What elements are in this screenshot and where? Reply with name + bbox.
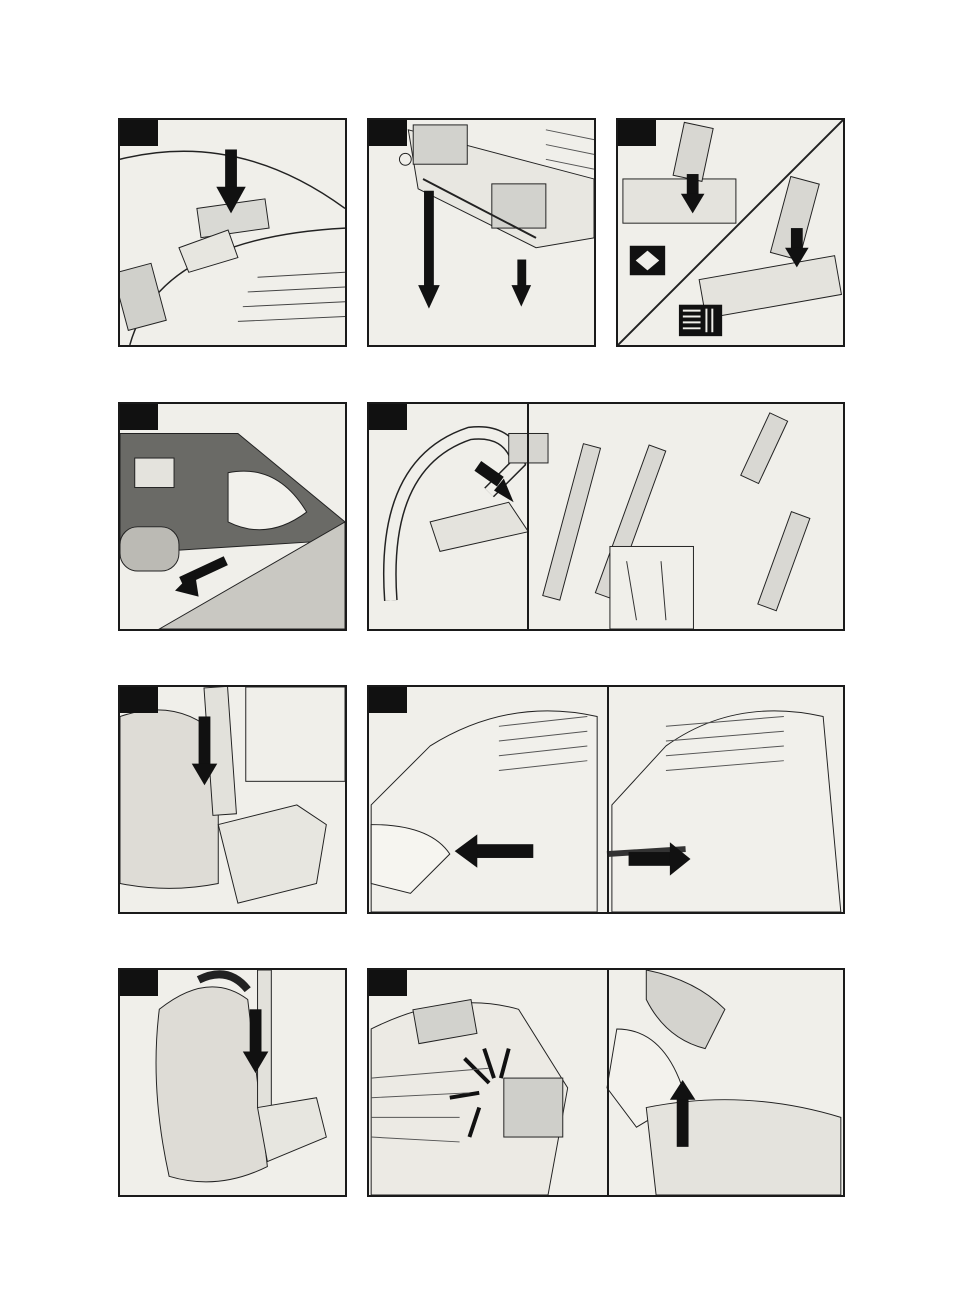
arrow-down-icon xyxy=(424,191,434,289)
panel-tab xyxy=(120,970,158,996)
nozzle-carpet-illustration xyxy=(120,404,345,629)
arrow-up-icon xyxy=(677,1098,689,1147)
arrow-down-icon xyxy=(225,149,237,188)
panel-tab xyxy=(120,120,158,146)
arrow-down-icon xyxy=(517,260,526,289)
panel-bag-indicator xyxy=(118,118,347,347)
panel-parking-position xyxy=(118,685,347,914)
panel-divider xyxy=(607,970,609,1195)
bag-indicator-illustration xyxy=(120,120,345,345)
arrow-left-icon xyxy=(474,844,533,858)
nozzle-switch-illustration xyxy=(369,120,594,345)
arrow-down-icon xyxy=(250,1009,262,1053)
panel-tab xyxy=(120,404,158,430)
panel-nozzle-switch xyxy=(367,118,596,347)
panel-tab xyxy=(120,687,158,713)
panel-power-cord xyxy=(367,685,845,914)
panel-nozzle-carpet xyxy=(118,402,347,631)
arrow-right-icon xyxy=(474,461,503,486)
hose-accessories-illustration xyxy=(369,404,843,629)
arrow-right-icon xyxy=(629,852,673,866)
panel-divider xyxy=(607,687,609,912)
floor-nozzle-illustration xyxy=(618,120,843,345)
power-cord-illustration xyxy=(369,687,843,912)
storage-position-illustration xyxy=(120,970,345,1195)
panel-tab xyxy=(369,970,407,996)
panel-filter-lid xyxy=(367,968,845,1197)
panel-tab xyxy=(369,404,407,430)
parking-position-illustration xyxy=(120,687,345,912)
panel-tab xyxy=(369,120,407,146)
panel-tab xyxy=(369,687,407,713)
panel-tab xyxy=(618,120,656,146)
hard-floor-symbol-icon xyxy=(679,305,722,336)
filter-lid-illustration xyxy=(369,970,843,1195)
panel-floor-nozzle xyxy=(616,118,845,347)
panel-divider xyxy=(527,404,529,629)
arrow-down-icon xyxy=(199,716,211,765)
panel-storage-position xyxy=(118,968,347,1197)
panel-hose-accessories xyxy=(367,402,845,631)
